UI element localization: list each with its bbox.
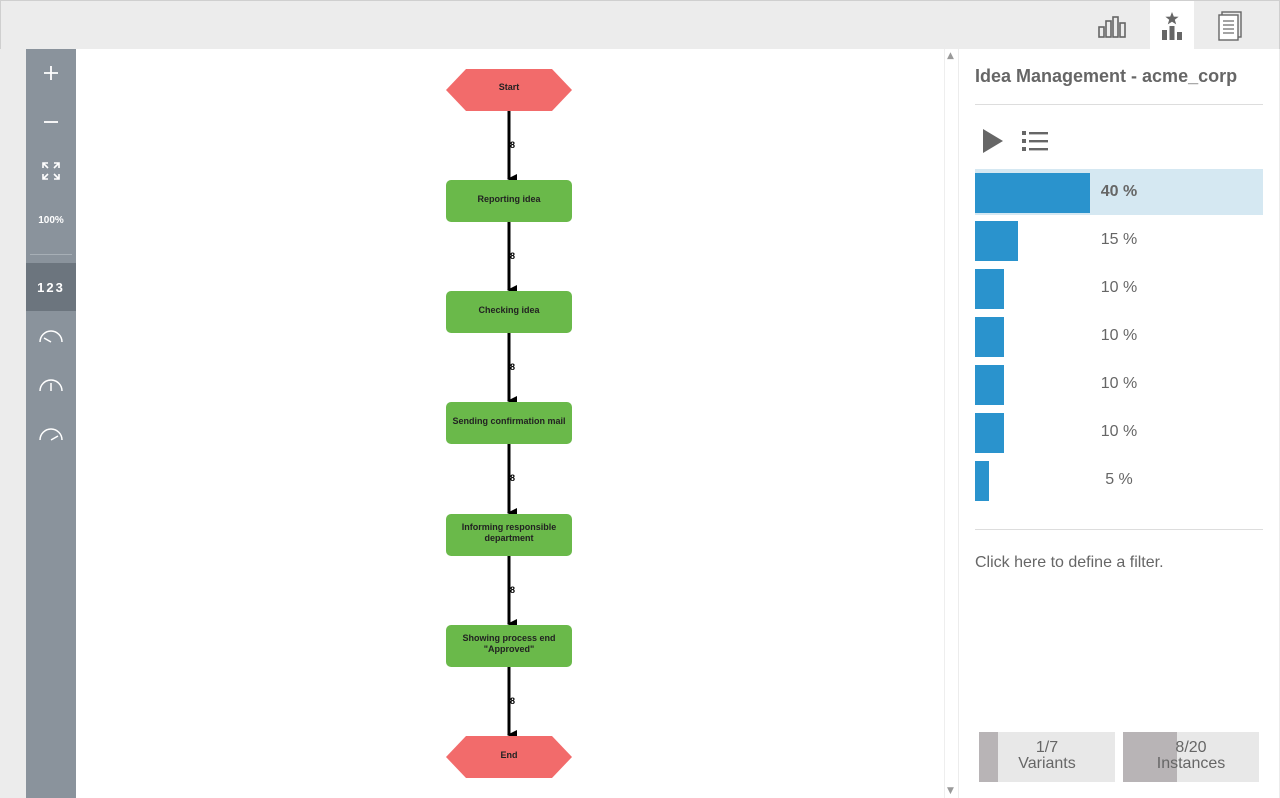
start-node-label: Start (498, 82, 520, 92)
play-icon (983, 129, 1003, 153)
process-map-canvas[interactable]: Start Reporting idea Checking idea Sendi… (76, 49, 944, 798)
variant-share-bar (975, 365, 1004, 405)
activity-node[interactable] (446, 402, 572, 444)
edge-count-1: 8 (510, 140, 516, 150)
edge-count-4: 8 (510, 473, 516, 483)
bar-chart-tab[interactable] (1090, 1, 1134, 50)
list-view-button[interactable] (1021, 129, 1049, 158)
scroll-down-icon[interactable]: ▼ (947, 786, 954, 796)
document-tab[interactable] (1208, 1, 1252, 50)
variant-share-bar (975, 269, 1004, 309)
instances-counter-label: Instances (1156, 755, 1226, 772)
start-node[interactable] (446, 69, 572, 111)
gauge-low-icon (39, 330, 63, 343)
step-label-5: Showing process end "Approved" (462, 633, 556, 654)
gauge-mid-button[interactable] (26, 361, 76, 409)
define-filter-link[interactable]: Click here to define a filter. (975, 554, 1164, 571)
variant-percentage: 10 % (1100, 279, 1138, 296)
zoom-level: 100% (38, 214, 64, 226)
zoom-in-button[interactable] (26, 49, 76, 97)
variants-counter-value: 1/7 (1035, 739, 1059, 756)
end-node-label: End (500, 750, 518, 760)
activity-node[interactable] (446, 514, 572, 556)
instances-counter[interactable]: 8/20 Instances (1123, 732, 1259, 782)
variant-share-bar (975, 413, 1004, 453)
starred-chart-icon (1162, 11, 1182, 40)
gauge-mid-icon (39, 379, 63, 392)
variants-counter[interactable]: 1/7 Variants (979, 732, 1115, 782)
gauge-high-button[interactable] (26, 410, 76, 458)
bar-chart-icon (1098, 15, 1126, 38)
activity-node[interactable] (446, 625, 572, 667)
variant-share-bar (975, 173, 1090, 213)
process-graph (446, 69, 572, 778)
edge-count-6: 8 (510, 696, 516, 706)
variant-row[interactable]: 10 % (975, 313, 1263, 359)
variant-percentage: 40 % (1100, 183, 1138, 200)
variant-row[interactable]: 10 % (975, 265, 1263, 311)
variant-percentage: 10 % (1100, 375, 1138, 392)
minus-icon (44, 121, 58, 123)
toolbar-divider (30, 254, 72, 255)
plus-icon (44, 66, 58, 80)
variant-row[interactable]: 15 % (975, 217, 1263, 263)
variant-share-bar (975, 221, 1018, 261)
starred-chart-tab[interactable] (1150, 1, 1194, 50)
list-icon (1022, 131, 1048, 151)
instances-counter-value: 8/20 (1175, 739, 1207, 756)
scroll-up-icon[interactable]: ▲ (947, 51, 954, 61)
variant-share-bar (975, 461, 989, 501)
variants-panel: Idea Management - acme_corp 40 % 15 % 10 %… (959, 49, 1279, 798)
gauge-low-button[interactable] (26, 312, 76, 360)
panel-title: Idea Management - acme_corp (975, 66, 1238, 86)
zoom-out-button[interactable] (26, 98, 76, 146)
show-numbers-button[interactable]: 123 (26, 263, 76, 311)
edge-count-3: 8 (510, 362, 516, 372)
variants-counter-fill (979, 732, 998, 782)
edge-count-5: 8 (510, 585, 516, 595)
activity-node[interactable] (446, 180, 572, 222)
variant-row[interactable]: 40 % (975, 169, 1263, 215)
zoom-reset-button[interactable]: 100% (26, 196, 76, 244)
variant-row[interactable]: 5 % (975, 457, 1263, 503)
variant-row[interactable]: 10 % (975, 409, 1263, 455)
step-label-1: Reporting idea (477, 194, 541, 204)
variant-percentage: 10 % (1100, 423, 1138, 440)
step-label-3: Sending confirmation mail (452, 416, 566, 426)
variant-row[interactable]: 10 % (975, 361, 1263, 407)
numbers-label: 123 (37, 279, 65, 295)
fit-screen-icon (42, 162, 60, 180)
edge-count-2: 8 (510, 251, 516, 261)
top-bar (0, 0, 1280, 50)
view-toolbar: 100% 123 (26, 49, 76, 798)
title-divider (975, 104, 1263, 105)
gauge-high-icon (39, 428, 63, 441)
variants-counter-label: Variants (1018, 755, 1076, 772)
instances-counter-fill (1123, 732, 1177, 782)
document-icon (1218, 10, 1242, 41)
variant-percentage: 5 % (1105, 471, 1133, 488)
canvas-scrollbar[interactable]: ▲ ▼ (944, 49, 958, 798)
variant-percentage: 15 % (1100, 231, 1138, 248)
list-divider (975, 529, 1263, 530)
activity-node[interactable] (446, 291, 572, 333)
end-node[interactable] (446, 736, 572, 778)
variant-percentage: 10 % (1100, 327, 1138, 344)
play-button[interactable] (981, 127, 1005, 160)
step-label-4: Informing responsible department (461, 522, 557, 543)
step-label-2: Checking idea (478, 305, 540, 315)
fit-to-screen-button[interactable] (26, 147, 76, 195)
variant-share-bar (975, 317, 1004, 357)
